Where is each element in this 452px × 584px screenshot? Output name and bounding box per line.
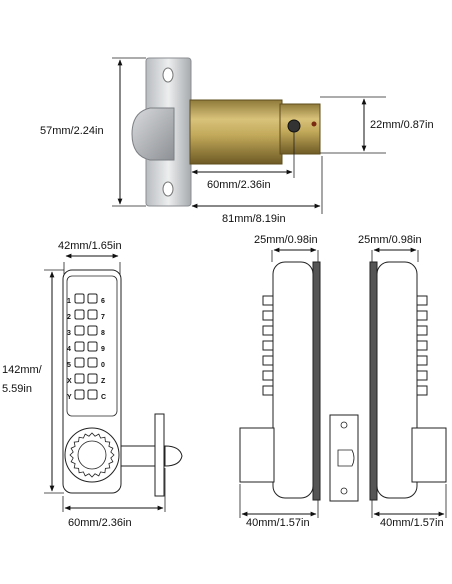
side-right-bottom-label: 40mm/1.57in bbox=[380, 517, 444, 529]
side-right-top-label: 25mm/0.98in bbox=[358, 234, 422, 246]
keypad-button bbox=[87, 389, 98, 400]
side-right-key-stack bbox=[416, 295, 428, 396]
keypad-label: 3 bbox=[67, 330, 71, 337]
side-left-bottom-label: 40mm/1.57in bbox=[246, 517, 310, 529]
keypad-button bbox=[74, 309, 85, 320]
side-key bbox=[416, 310, 428, 321]
keypad: 1 6 2 7 3 8 4 9 5 0X Z Y C bbox=[67, 293, 106, 401]
keypad-label: 1 bbox=[67, 298, 71, 305]
side-key bbox=[416, 370, 428, 381]
keypad-label: 7 bbox=[101, 314, 105, 321]
side-view-right: 25mm/0.98in 40mm/1.57in bbox=[358, 234, 447, 529]
keypad-label: Y bbox=[67, 394, 72, 401]
keypad-button bbox=[74, 325, 85, 336]
side-left-top-label: 25mm/0.98in bbox=[254, 234, 318, 246]
side-left-key-stack bbox=[262, 295, 274, 396]
keypad-label: 5 bbox=[67, 362, 71, 369]
side-left-back-plate bbox=[312, 261, 321, 501]
front-height-label-2: 5.59in bbox=[2, 383, 32, 395]
knob-gear-ring bbox=[69, 432, 115, 478]
knob-inner bbox=[77, 440, 107, 470]
keypad-label: X bbox=[67, 378, 72, 385]
front-view: 42mm/1.65in 142mm/ 5.59in 60mm/2.36in 1 6… bbox=[2, 240, 183, 529]
front-latch-plate bbox=[154, 413, 165, 497]
side-left-body bbox=[272, 261, 314, 499]
front-bottom-label: 60mm/2.36in bbox=[68, 517, 132, 529]
spindle-size-label: 22mm/0.87in bbox=[370, 119, 434, 131]
side-key bbox=[416, 355, 428, 366]
side-right-back-plate bbox=[369, 261, 378, 501]
spindle-hole bbox=[287, 119, 301, 133]
front-height-label-1: 142mm/ bbox=[2, 364, 43, 376]
keypad-label: 0 bbox=[101, 362, 105, 369]
side-key bbox=[262, 340, 274, 351]
side-key bbox=[262, 295, 274, 306]
keypad-label: Z bbox=[101, 378, 106, 385]
side-right-body bbox=[376, 261, 418, 499]
keypad-button bbox=[87, 373, 98, 384]
keypad-button bbox=[74, 357, 85, 368]
side-key bbox=[262, 370, 274, 381]
side-key bbox=[262, 325, 274, 336]
keypad-label: C bbox=[101, 394, 106, 401]
side-key bbox=[262, 310, 274, 321]
faceplate-screw-hole-top bbox=[162, 67, 174, 83]
keypad-button bbox=[74, 293, 85, 304]
keypad-button bbox=[87, 341, 98, 352]
latch-photo bbox=[131, 57, 321, 207]
keypad-button bbox=[74, 373, 85, 384]
rivet bbox=[311, 121, 317, 127]
side-right-knob bbox=[411, 427, 447, 483]
keypad-label: 9 bbox=[101, 346, 105, 353]
keypad-button bbox=[74, 389, 85, 400]
side-key bbox=[262, 355, 274, 366]
side-view-left: 25mm/0.98in 40mm/1.57in bbox=[239, 234, 321, 529]
side-key bbox=[416, 340, 428, 351]
keypad-button bbox=[87, 309, 98, 320]
latch-bolt bbox=[131, 107, 175, 161]
side-key bbox=[416, 385, 428, 396]
side-key bbox=[416, 325, 428, 336]
side-key bbox=[416, 295, 428, 306]
keypad-label: 6 bbox=[101, 298, 105, 305]
latch-height-label: 57mm/2.24in bbox=[40, 125, 104, 137]
front-width-label: 42mm/1.65in bbox=[58, 240, 122, 252]
latch-housing bbox=[189, 99, 283, 165]
latch-spindle-block bbox=[279, 103, 321, 155]
keypad-label: 8 bbox=[101, 330, 105, 337]
side-left-knob bbox=[239, 427, 275, 483]
keypad-label: 2 bbox=[67, 314, 71, 321]
strike-plate bbox=[329, 414, 359, 502]
faceplate-screw-hole-bottom bbox=[162, 181, 174, 197]
keypad-button bbox=[87, 357, 98, 368]
keypad-button bbox=[87, 325, 98, 336]
keypad-button bbox=[87, 293, 98, 304]
keypad-button bbox=[74, 341, 85, 352]
side-key bbox=[262, 385, 274, 396]
latch-total-length-label: 81mm/8.19in bbox=[222, 213, 286, 225]
backset-label: 60mm/2.36in bbox=[207, 179, 271, 191]
keypad-label: 4 bbox=[67, 346, 71, 353]
knob-outer bbox=[64, 427, 120, 483]
